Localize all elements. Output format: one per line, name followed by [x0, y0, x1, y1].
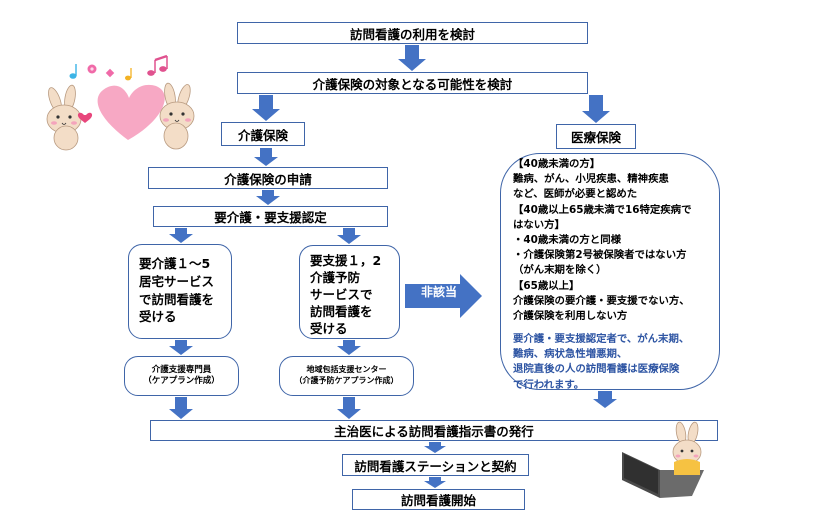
start-box: 訪問看護開始: [352, 489, 525, 510]
medical-line-4: 【40歳以上65歳未満で16特定疾病で: [513, 203, 692, 216]
doctor-order-box: 主治医による訪問看護指示書の発行: [150, 420, 718, 441]
shien-level-line-3: サービスで: [310, 286, 373, 302]
arrow-from-medical: [593, 391, 617, 408]
kaigo-level-line-1: 要介護１～5: [139, 256, 211, 271]
nintei-box: 要介護・要支援認定: [153, 206, 388, 227]
shien-level-box: 要支援１，2 介護予防 サービスで 訪問看護を 受ける: [299, 245, 400, 339]
medical-note-line-1: 要介護・要支援認定者で、がん末期、: [513, 333, 690, 346]
consider-insurance-box: 介護保険の対象となる可能性を検討: [237, 72, 588, 94]
center-box: 地域包括支援センター （介護予防ケアプラン作成）: [279, 356, 414, 396]
medical-line-7: ・介護保険第2号被保険者ではない方: [513, 249, 687, 262]
kaigo-level-line-2: 居宅サービス: [139, 273, 215, 289]
arrow-to-iryo-hoken: [582, 95, 610, 123]
non-applicable-arrow: [405, 274, 482, 318]
medical-line-6: ・40歳未満の方と同様: [513, 233, 621, 246]
music-note-icon: [147, 54, 168, 76]
contract-box: 訪問看護ステーションと契約: [342, 454, 529, 476]
non-applicable-label: 非該当: [420, 285, 457, 299]
medical-line-11: 介護保険を利用しない方: [513, 309, 628, 322]
medical-insurance-conditions-box: 【40歳未満の方】 難病、がん、小児疾患、精神疾患 など、医師が必要と認めた 【…: [500, 153, 720, 393]
music-note-icon: [69, 64, 77, 79]
kaigo-hoken-label: 介護保険: [237, 127, 288, 143]
medical-line-8: （がん末期を除く）: [513, 264, 607, 277]
medical-line-10: 介護保険の要介護・要支援でない方、: [513, 294, 690, 307]
doctor-order-label: 主治医による訪問看護指示書の発行: [334, 424, 534, 439]
medical-line-3: など、医師が必要と認めた: [513, 188, 638, 201]
arrow-to-start: [424, 477, 446, 488]
arrow-to-consider-insurance: [398, 45, 426, 71]
care-manager-line-2: （ケアプラン作成）: [143, 376, 220, 386]
kaigo-hoken-box: 介護保険: [221, 122, 305, 146]
medical-note-line-4: で行われます。: [513, 378, 585, 391]
center-line-1: 地域包括支援センター: [306, 365, 387, 375]
medical-line-9: 【65歳以上】: [513, 279, 580, 292]
shien-level-line-5: 受ける: [310, 320, 348, 336]
arrow-to-kaigo-level: [169, 228, 193, 243]
consider-insurance-label: 介護保険の対象となる可能性を検討: [312, 76, 513, 92]
arrow-from-center: [337, 397, 361, 419]
shien-level-line-1: 要支援１，2: [310, 253, 382, 268]
arrow-to-shien-level: [337, 228, 361, 244]
arrow-to-nintei: [256, 190, 280, 205]
care-manager-box: 介護支援専門員 （ケアプラン作成）: [124, 356, 239, 396]
nintei-label: 要介護・要支援認定: [214, 210, 327, 225]
diamond-icon: [105, 68, 115, 78]
iryo-hoken-label: 医療保険: [570, 130, 621, 145]
medical-line-2: 難病、がん、小児疾患、精神疾患: [513, 173, 669, 186]
flower-icon: [87, 64, 97, 74]
arrow-from-care-manager: [169, 397, 193, 419]
care-manager-line-1: 介護支援専門員: [151, 364, 212, 375]
medical-line-1: 【40歳未満の方】: [513, 158, 601, 170]
kaigo-level-line-4: 受ける: [139, 309, 177, 325]
arrow-to-kaigo-hoken: [252, 95, 280, 121]
medical-note: 要介護・要支援認定者で、がん末期、 難病、病状急性増悪期、 退院直後の人の訪問看…: [513, 332, 711, 393]
medical-note-line-3: 退院直後の人の訪問看護は医療保険: [513, 363, 680, 376]
contract-label: 訪問看護ステーションと契約: [354, 458, 517, 474]
kaigo-apply-box: 介護保険の申請: [148, 167, 388, 189]
arrow-to-care-manager: [169, 340, 193, 355]
shien-level-line-4: 訪問看護を: [310, 303, 373, 319]
kaigo-level-box: 要介護１～5 居宅サービス で訪問看護を 受ける: [128, 244, 232, 339]
arrow-to-kaigo-apply: [254, 148, 278, 166]
shien-level-line-2: 介護予防: [310, 269, 361, 285]
kaigo-apply-label: 介護保険の申請: [224, 171, 312, 187]
arrow-to-center: [337, 340, 361, 355]
medical-note-line-2: 難病、病状急性増悪期、: [513, 348, 628, 361]
iryo-hoken-box: 医療保険: [556, 124, 636, 149]
arrow-to-contract: [424, 442, 446, 453]
kaigo-level-line-3: で訪問看護を: [139, 291, 215, 307]
center-line-2: （介護予防ケアプラン作成）: [294, 376, 399, 385]
music-note-icon: [125, 68, 132, 81]
consider-use-label: 訪問看護の利用を検討: [349, 26, 475, 42]
start-label: 訪問看護開始: [400, 493, 476, 508]
consider-use-box: 訪問看護の利用を検討: [237, 22, 588, 44]
medical-line-5: はない方】: [513, 218, 565, 231]
